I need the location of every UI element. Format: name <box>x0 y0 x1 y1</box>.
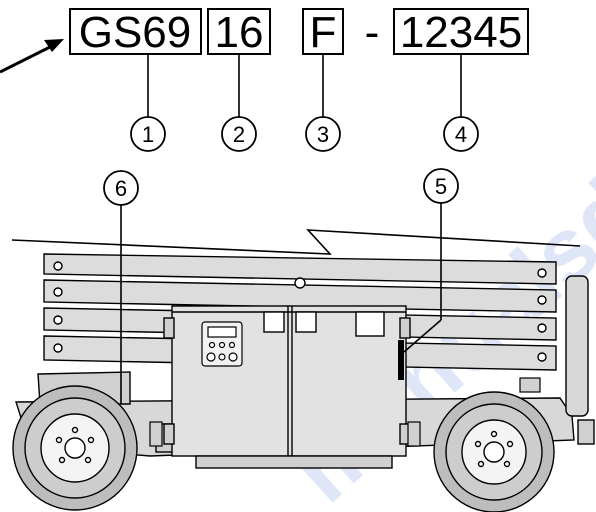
leader-lines <box>147 54 462 117</box>
year-box <box>207 8 271 55</box>
front-wheel <box>12 385 138 511</box>
plant-text: F <box>310 8 337 57</box>
callout-6-label: 6 <box>115 176 127 201</box>
callout-2: 2 <box>221 116 257 152</box>
serial-plate-marker <box>398 203 442 380</box>
callout-3: 3 <box>305 116 341 152</box>
callout-5-label: 5 <box>435 174 447 199</box>
dash-text: - <box>365 8 380 57</box>
callout-5: 5 <box>423 168 459 204</box>
callout-3-label: 3 <box>317 122 329 147</box>
control-box <box>201 321 243 367</box>
pointer-arrow <box>0 39 64 74</box>
rear-wheel <box>433 391 555 512</box>
callout-2-label: 2 <box>233 122 245 147</box>
callout-4: 4 <box>443 116 479 152</box>
callout-circles: 1 2 3 4 5 6 <box>103 116 479 206</box>
callout-1: 1 <box>130 116 166 152</box>
component-tray <box>163 305 411 469</box>
callout-6: 6 <box>103 170 139 206</box>
model-text: GS69 <box>79 8 192 57</box>
serial-number: GS69 16 F - 12345 <box>69 8 529 57</box>
year-text: 16 <box>215 8 264 57</box>
hitch-details <box>149 377 541 447</box>
sequence-text: 12345 <box>400 8 522 57</box>
callout-4-label: 4 <box>455 122 467 147</box>
callout-1-label: 1 <box>142 122 154 147</box>
model-box <box>69 8 202 55</box>
plant-box <box>302 8 344 55</box>
break-line <box>11 229 581 255</box>
